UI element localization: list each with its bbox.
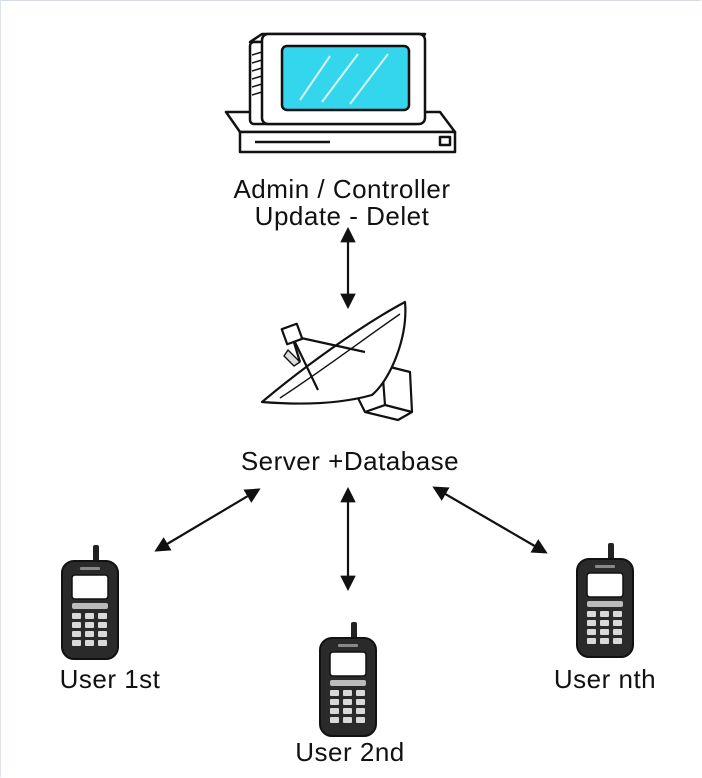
satellite-dish-icon: [260, 300, 414, 422]
desktop-computer-icon: [224, 32, 457, 154]
mobile-phone-icon: [61, 544, 119, 660]
user-2nd-label: User 2nd: [295, 737, 405, 767]
mobile-phone-icon: [319, 621, 377, 737]
arrow-server-user-nth: [432, 486, 548, 554]
user-nth-label: User nth: [553, 664, 657, 694]
admin-label-line1: Admin / Controller: [233, 174, 451, 204]
user-1st-label: User 1st: [59, 664, 161, 694]
admin-label-line2: Update - Delet: [254, 201, 430, 231]
mobile-phone-icon: [576, 542, 634, 658]
arrow-server-user-1st: [154, 488, 261, 552]
server-label: Server +Database: [240, 446, 460, 476]
